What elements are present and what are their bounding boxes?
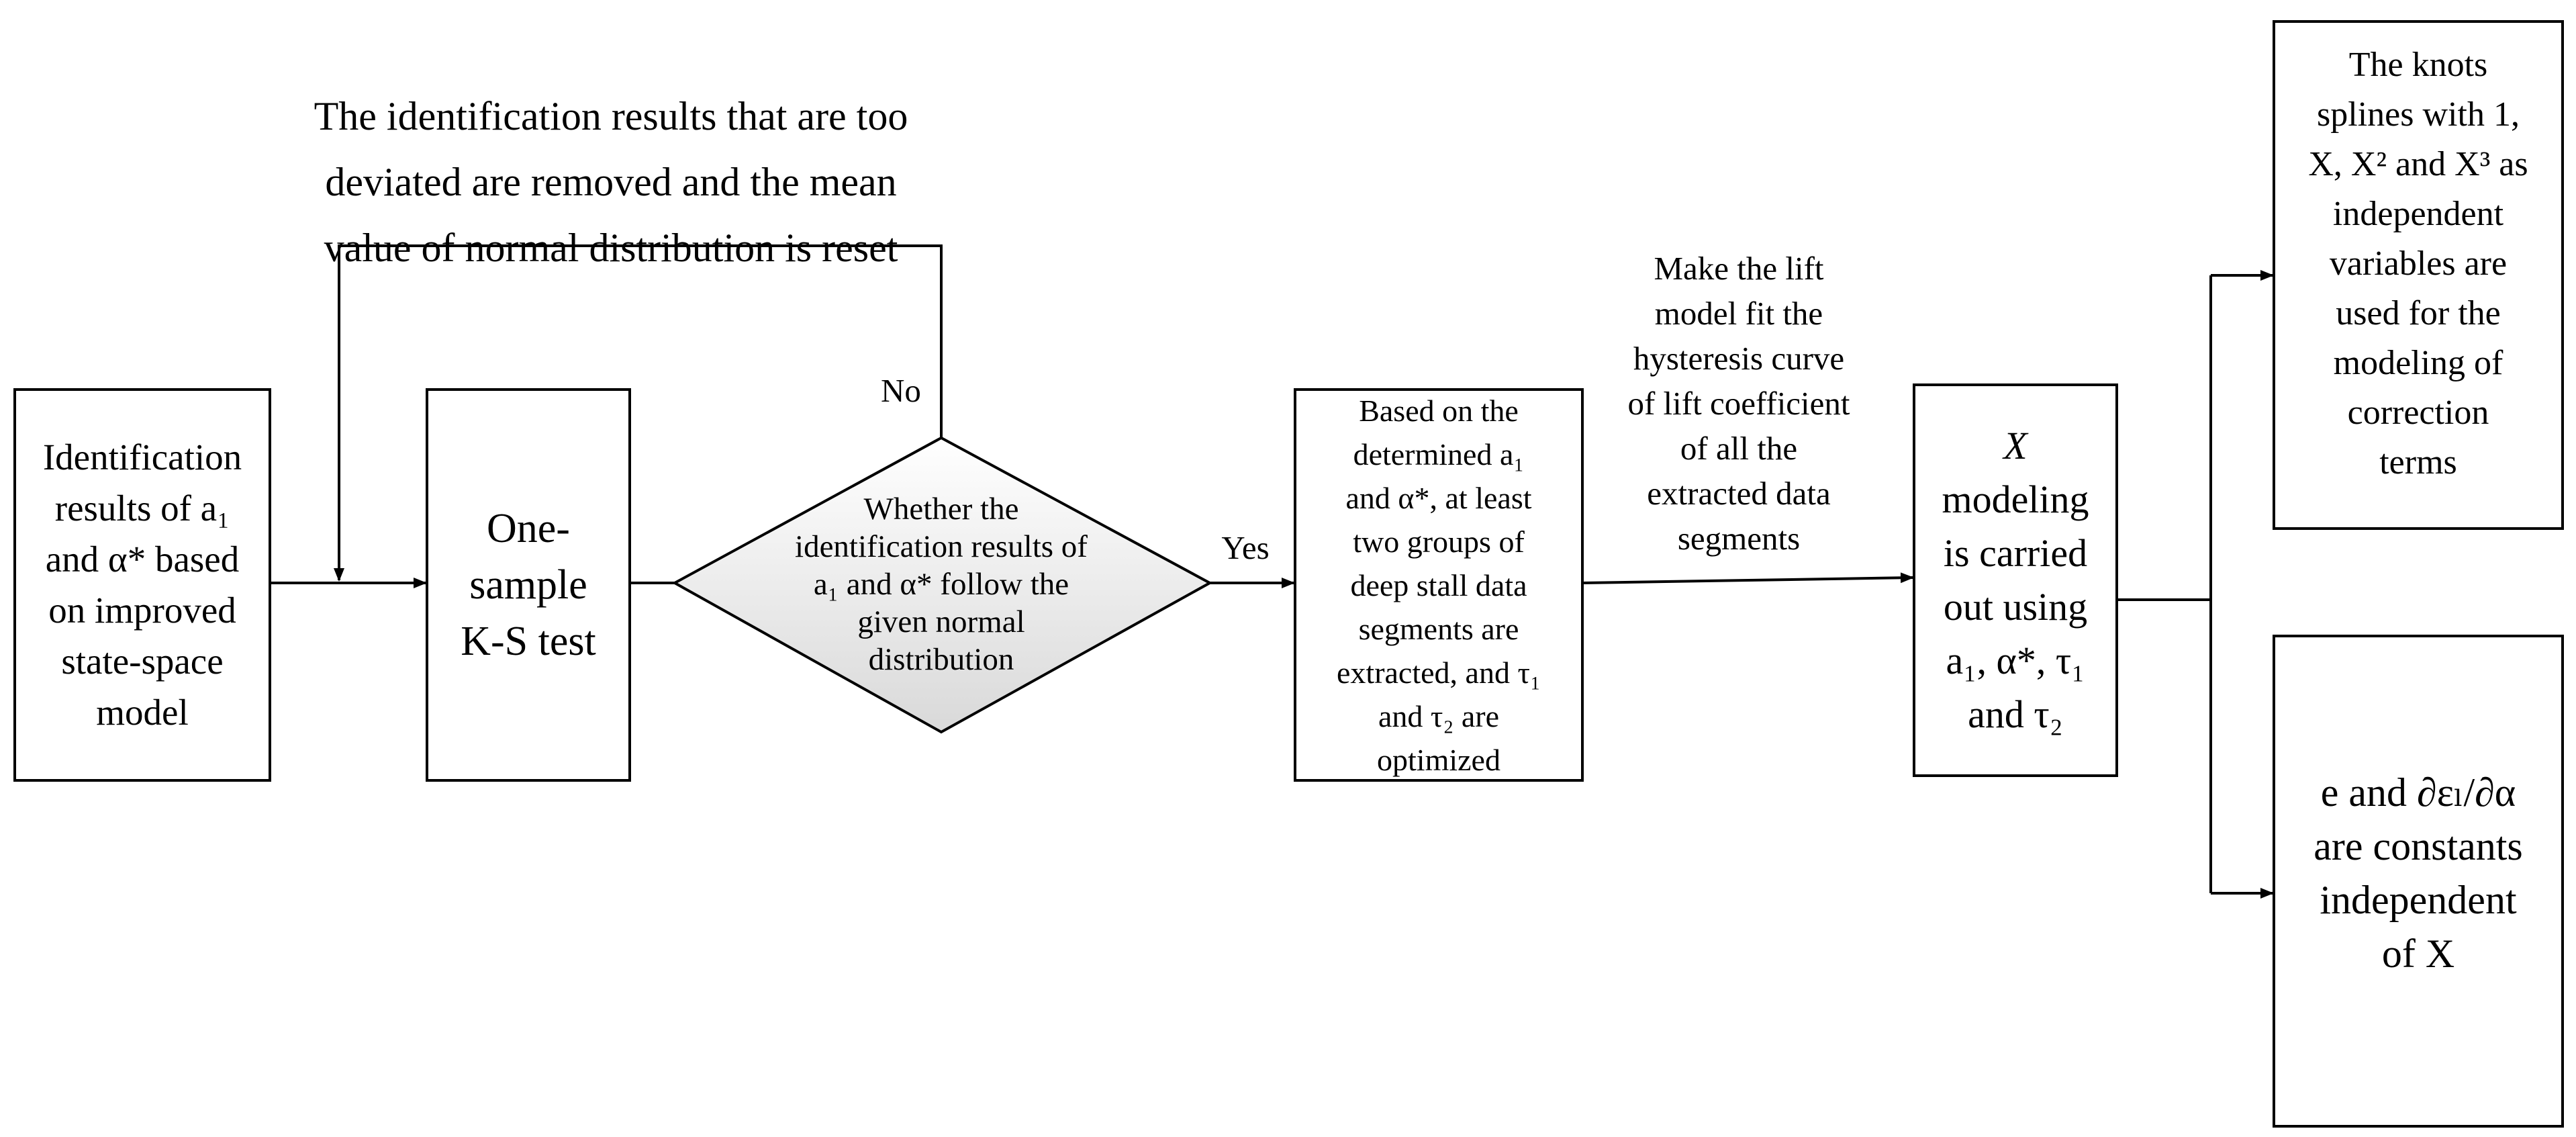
splines-line: variables are (2329, 244, 2508, 283)
fit-line: of lift coefficient (1627, 385, 1850, 422)
extraction-line: segments are (1358, 611, 1519, 646)
decision-line: distribution (868, 642, 1014, 677)
fit-line: segments (1677, 520, 1801, 557)
fit-label: Make the lift model fit the hysteresis c… (1571, 246, 1907, 561)
extraction-line: and α*, at least (1345, 480, 1532, 515)
splines-line: splines with 1, (2317, 95, 2520, 134)
arrow-extraction-to-modeling (1582, 572, 1914, 584)
modeling-box (1913, 383, 2118, 777)
fit-line: of all the (1680, 430, 1798, 467)
decision-line: given normal (857, 604, 1025, 639)
feedback-line: value of normal distribution is reset (324, 226, 898, 270)
decision-line: identification results of (795, 529, 1088, 564)
ks-test-line: K-S test (461, 619, 596, 664)
constants-line: are constants (2313, 824, 2523, 868)
fit-line: hysteresis curve (1633, 340, 1845, 377)
splines-line: correction (2347, 394, 2489, 432)
constants-text: e and ∂εₗ/∂α are constants independent o… (2277, 766, 2560, 1001)
feedback-label: The identification results that are too … (201, 83, 1020, 281)
decision-text: Whether the identification results of a₁… (765, 470, 1117, 698)
extraction-box (1294, 388, 1584, 782)
splines-box (2273, 20, 2564, 530)
ks-test-box (426, 388, 631, 782)
identification-line: on improved (48, 590, 236, 631)
modeling-line: out using (1943, 585, 2088, 629)
identification-line: model (96, 692, 189, 733)
decision-diamond (671, 436, 1213, 734)
extraction-line: extracted, and τ₁ (1337, 655, 1541, 690)
splines-line: independent (2332, 195, 2504, 233)
decision-line: a₁ and α* follow the (813, 567, 1069, 602)
extraction-line: optimized (1377, 742, 1500, 777)
modeling-text: X modeling is carried out using a₁, α*, … (1917, 388, 2114, 773)
fit-line: extracted data (1647, 475, 1831, 512)
identification-box (13, 388, 271, 782)
constants-line: e and ∂εₗ/∂α (2320, 770, 2516, 815)
fit-line: model fit the (1654, 295, 1823, 332)
modeling-line: and τ₂ (1968, 692, 2063, 736)
identification-text: Identification results of a₁ and α* base… (17, 392, 267, 778)
ks-test-text: One- sample K-S test (430, 392, 627, 778)
splines-line: used for the (2336, 294, 2501, 332)
fit-line: Make the lift (1654, 250, 1824, 287)
modeling-line: X (2003, 424, 2028, 467)
no-label: No (881, 372, 921, 409)
extraction-line: and τ₂ are (1378, 698, 1500, 733)
splines-line: The knots (2348, 46, 2488, 84)
modeling-line: is carried (1943, 531, 2088, 575)
feedback-line: deviated are removed and the mean (325, 160, 897, 204)
constants-line: of X (2381, 931, 2455, 976)
extraction-line: Based on the (1359, 393, 1519, 428)
modeling-line: modeling (1942, 477, 2089, 521)
constants-line: independent (2320, 878, 2517, 922)
yes-label: Yes (1221, 529, 1270, 566)
modeling-line: a₁, α*, τ₁ (1946, 639, 2085, 682)
splines-text: The knots splines with 1, X, X² and X³ a… (2277, 40, 2560, 504)
identification-line: state-space (61, 641, 224, 682)
extraction-line: determined a₁ (1353, 437, 1525, 471)
ks-test-line: sample (469, 562, 587, 608)
decision-line: Whether the (863, 492, 1019, 527)
splines-line: terms (2379, 443, 2457, 482)
extraction-text: Based on the determined a₁ and α*, at le… (1298, 385, 1580, 784)
identification-line: Identification (42, 437, 242, 477)
extraction-line: deep stall data (1350, 567, 1527, 602)
identification-line: results of a₁ (54, 488, 230, 529)
constants-box (2273, 635, 2564, 1128)
feedback-loop-line (334, 244, 943, 582)
splines-line: X, X² and X³ as (2308, 145, 2528, 183)
splines-line: modeling of (2333, 344, 2503, 382)
feedback-line: The identification results that are too (314, 94, 908, 138)
extraction-line: two groups of (1353, 524, 1525, 559)
identification-line: and α* based (45, 539, 240, 580)
ks-test-line: One- (487, 506, 570, 551)
